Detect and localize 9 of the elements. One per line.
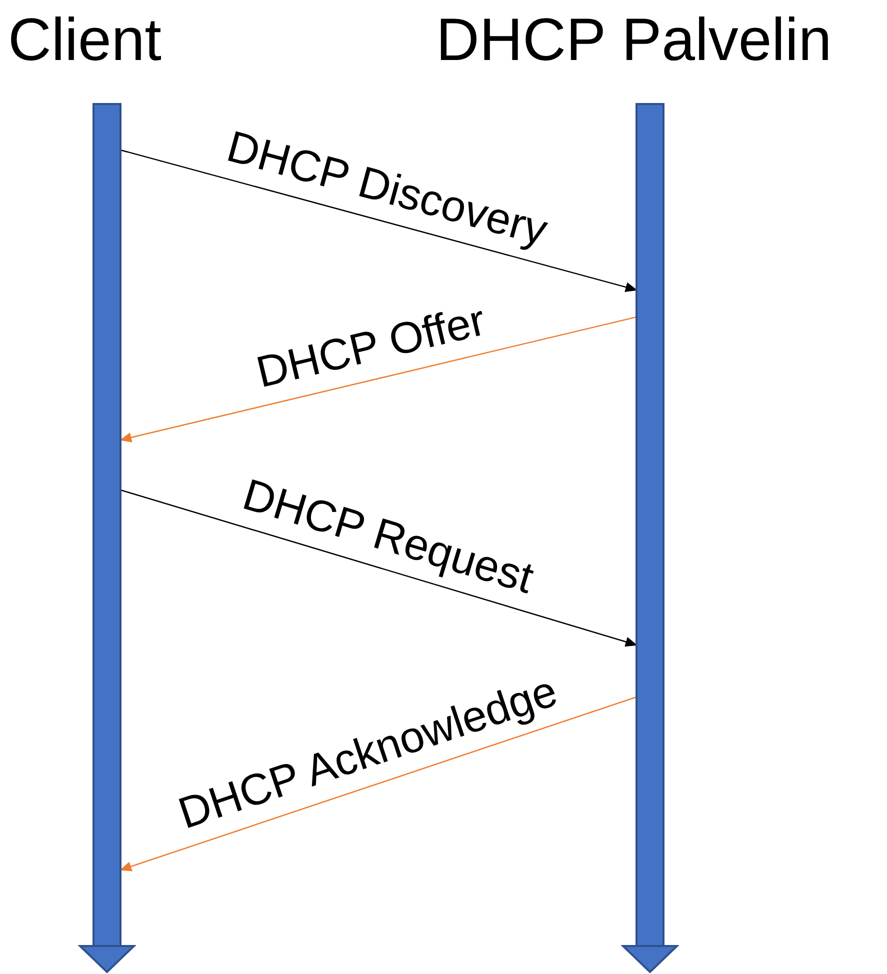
lifeline-title: Client [8, 5, 162, 75]
message-arrow [120, 316, 637, 442]
message-arrow [120, 696, 637, 872]
message-arrow [120, 489, 638, 647]
message-arrow [120, 149, 638, 292]
edge-label: DHCP Offer [252, 296, 490, 399]
lifeline-arrow [621, 103, 679, 974]
lifeline-title: DHCP Palvelin [436, 5, 832, 75]
lifeline-arrow [78, 103, 136, 974]
